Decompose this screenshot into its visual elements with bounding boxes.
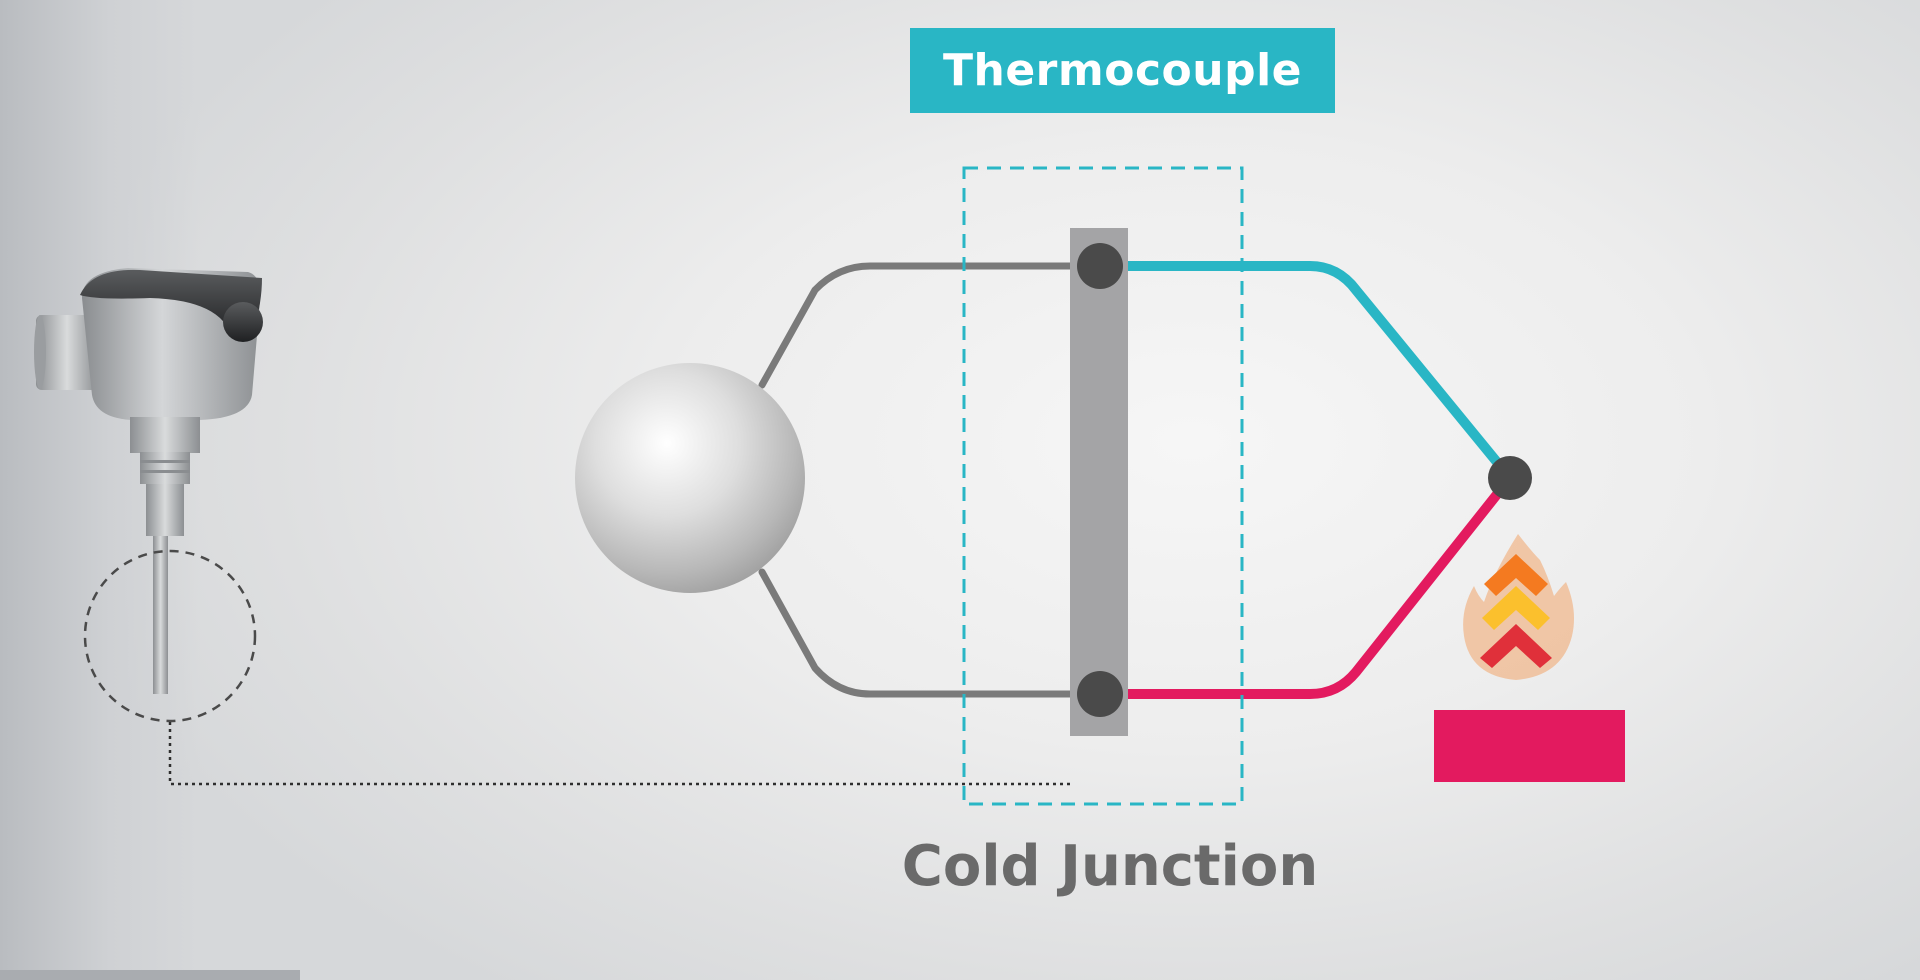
magenta-wire (1095, 473, 1515, 699)
meter-sphere-icon (575, 363, 805, 593)
terminal-bottom (1077, 671, 1123, 717)
cold-junction-label: Cold Junction (901, 833, 1319, 899)
hot-junction (1488, 456, 1532, 500)
thermocouple-probe-icon (34, 268, 263, 694)
terminal-block (1070, 228, 1128, 736)
gray-wire-top (758, 262, 1104, 389)
probe-pointer-line (168, 722, 1070, 786)
bottom-strip (0, 970, 300, 980)
flame-icon (1463, 534, 1574, 680)
cyan-wire (1095, 261, 1515, 483)
heat-source-block (1434, 710, 1625, 782)
gray-wire-bottom (758, 568, 1104, 698)
probe-tip-highlight (83, 549, 257, 723)
terminal-top (1077, 243, 1123, 289)
diagram-title: Thermocouple (910, 28, 1335, 113)
cold-junction-highlight (962, 166, 1244, 806)
